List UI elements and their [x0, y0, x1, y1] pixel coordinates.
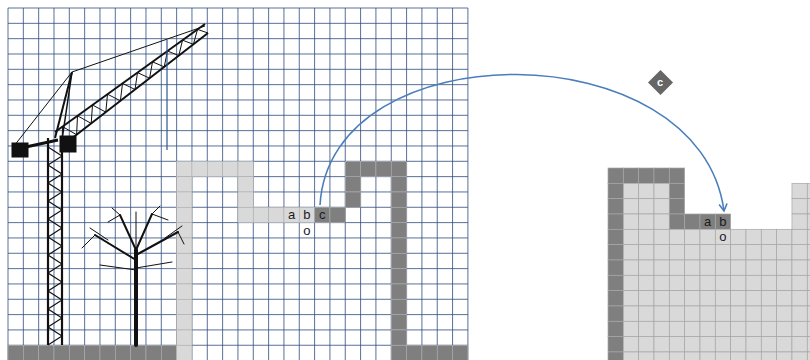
cell-letter: a: [288, 207, 295, 222]
cell-letter: a: [704, 214, 711, 229]
cell-letter: b: [719, 214, 726, 229]
move-arc: [320, 74, 724, 211]
cell-letter: o: [719, 229, 726, 244]
cell-letter: b: [303, 207, 310, 222]
cell-letter: o: [303, 223, 310, 238]
step-diamond: c: [648, 70, 673, 95]
tree-silhouette: [82, 206, 184, 345]
diamond-letter: c: [648, 76, 673, 88]
cell-letter: c: [319, 207, 326, 222]
grid-cells: [8, 8, 810, 360]
crane-silhouette: [12, 24, 208, 345]
